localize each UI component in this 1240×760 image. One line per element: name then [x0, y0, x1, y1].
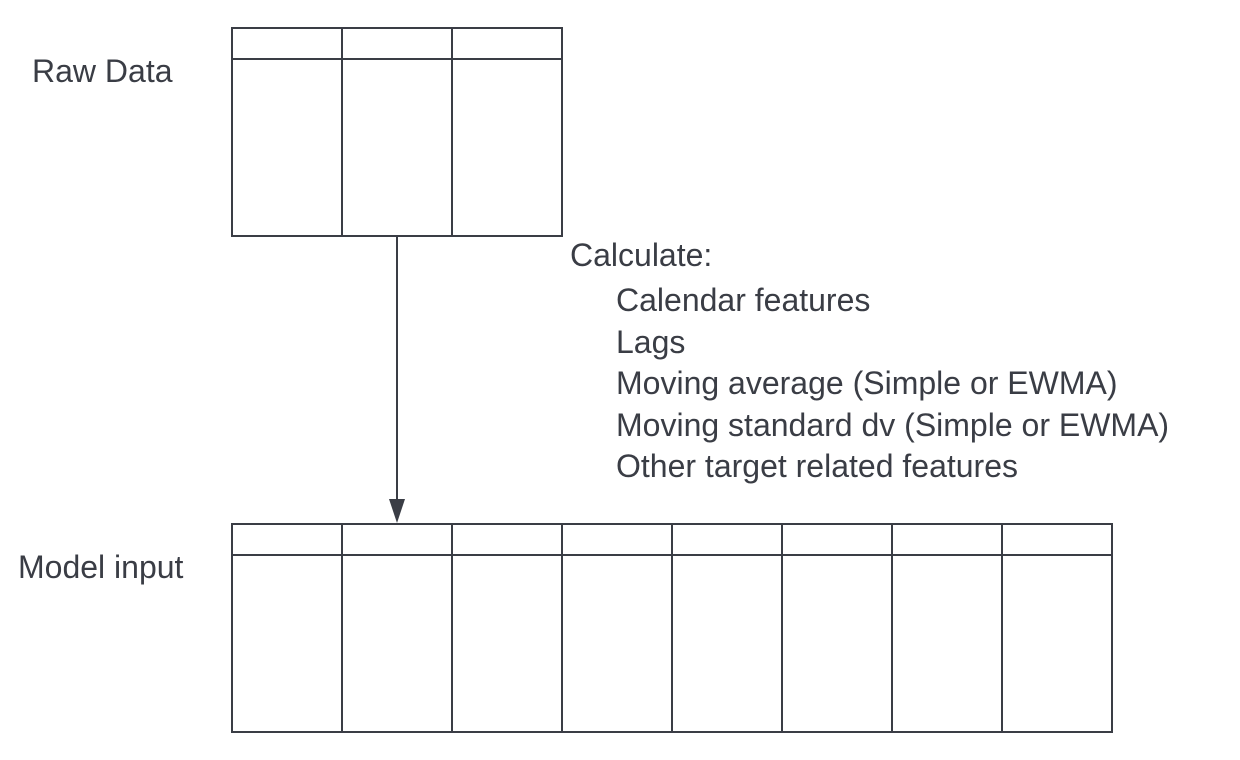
raw-data-table	[231, 27, 563, 237]
calculate-heading: Calculate:	[570, 237, 713, 273]
model-input-label: Model input	[18, 549, 184, 585]
raw-data-label: Raw Data	[32, 53, 173, 89]
arrow-head	[389, 499, 405, 523]
feature-item-calendar: Calendar features	[616, 282, 871, 318]
feature-item-lags: Lags	[616, 323, 686, 360]
feature-list: Calendar features Lags Moving average (S…	[616, 280, 1169, 488]
feature-item-moving-average: Moving average (Simple or EWMA)	[616, 365, 1118, 401]
flow-arrow	[389, 236, 405, 523]
feature-item-other: Other target related features	[616, 448, 1018, 484]
feature-item-moving-std: Moving standard dv (Simple or EWMA)	[616, 406, 1170, 443]
model-input-table	[231, 523, 1113, 733]
